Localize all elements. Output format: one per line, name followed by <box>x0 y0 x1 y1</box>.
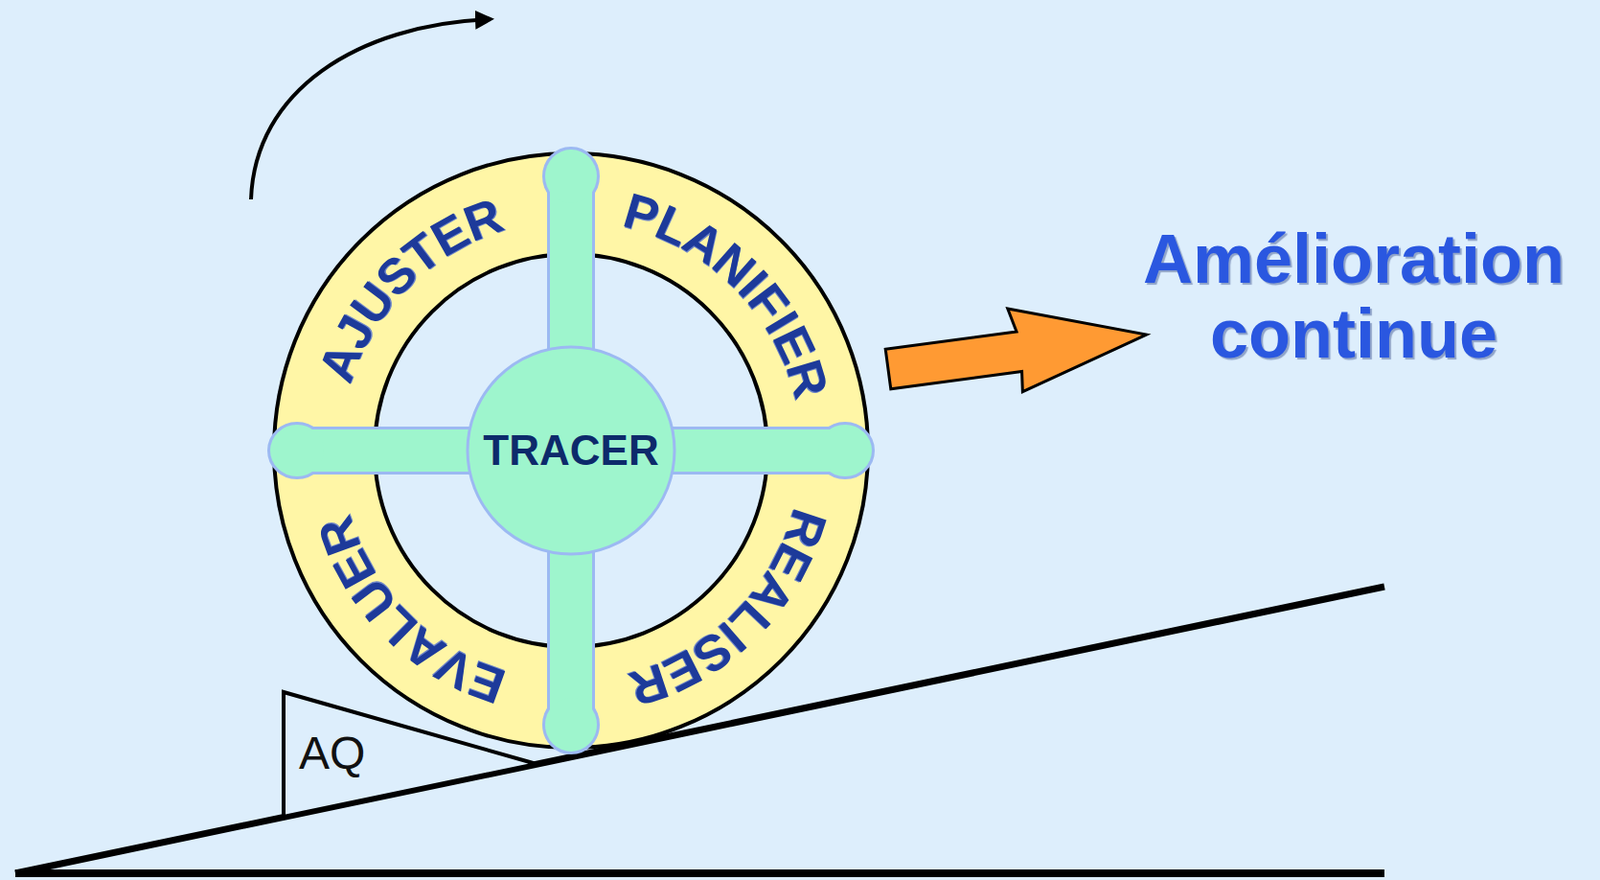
spoke-part <box>300 429 572 472</box>
spoke-part <box>549 450 593 721</box>
wedge-shape <box>283 691 537 817</box>
wheel-spoke <box>545 450 597 752</box>
wheel-spoke <box>270 424 572 477</box>
spoke-part <box>549 180 593 451</box>
spoke-part <box>270 424 324 477</box>
spoke-part <box>571 429 842 472</box>
spoke-part <box>549 450 593 721</box>
hub-circle: TRACER <box>465 344 677 556</box>
spoke-part <box>545 697 597 752</box>
spoke-part <box>818 424 872 477</box>
wheel-ring <box>274 153 869 748</box>
spoke-part <box>300 429 572 472</box>
spoke-part <box>571 429 842 472</box>
spoke-part <box>549 180 593 451</box>
spoke-part <box>545 697 597 752</box>
spoke-part <box>818 424 872 477</box>
wheel-spoke <box>545 149 597 451</box>
ground-line <box>15 868 1385 877</box>
progress-arrow-shape <box>882 290 1152 409</box>
wedge-label: AQ <box>298 730 366 777</box>
wheel-spoke <box>571 424 872 477</box>
spoke-part <box>545 149 597 204</box>
spoke-part <box>545 149 597 204</box>
wheel-spoke <box>545 149 597 451</box>
wedge-block: AQ <box>277 685 542 821</box>
outcome-label: Amélioration continue <box>1123 222 1584 372</box>
pdca-wheel: TRACERPLANIFIERREALISEREVALUERAJUSTER <box>272 151 870 750</box>
wheel-spoke <box>545 450 597 752</box>
wheel-spoke <box>571 424 872 477</box>
rotation-arrow <box>251 19 491 200</box>
hub-circle-shape <box>467 346 675 554</box>
wheel-spoke <box>270 424 572 477</box>
progress-arrow <box>882 290 1152 409</box>
hub-label: TRACER <box>482 429 659 472</box>
spoke-part <box>270 424 324 477</box>
